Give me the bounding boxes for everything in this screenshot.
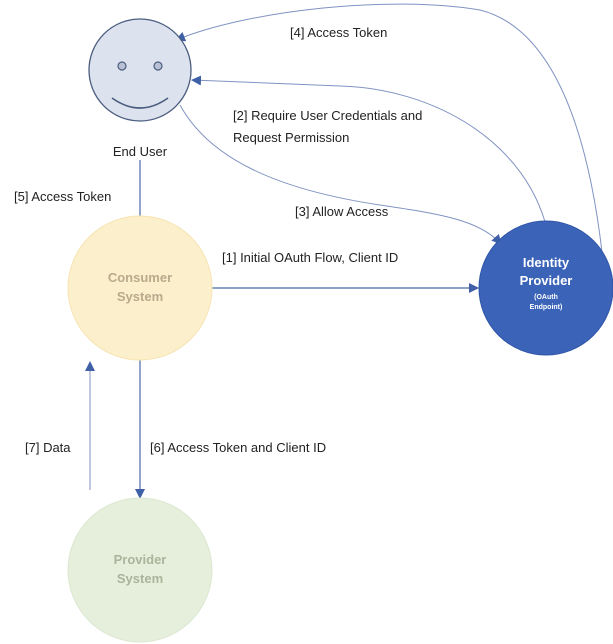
label-require-credentials-1: [2] Require User Credentials and (233, 108, 422, 123)
identity-label-line3: (OAuth (534, 294, 558, 301)
consumer-system-node: Consumer System (67, 215, 213, 361)
right-eye (153, 61, 163, 71)
identity-label-line4: Endpoint) (530, 304, 563, 311)
label-data: [7] Data (25, 440, 71, 455)
consumer-label-line1: Consumer (108, 270, 172, 285)
edge-allow-access (179, 104, 502, 245)
edge-access-token-to-user (175, 3, 603, 253)
smile (111, 97, 169, 109)
label-allow-access: [3] Allow Access (295, 204, 389, 219)
label-access-token-5: [5] Access Token (14, 189, 111, 204)
label-access-token-4: [4] Access Token (290, 25, 387, 40)
left-eye (117, 61, 127, 71)
edge-require-credentials (191, 75, 550, 239)
consumer-label-line2: System (117, 289, 163, 304)
provider-label-line2: System (117, 571, 163, 586)
end-user-node: End User (88, 18, 192, 159)
smiley-face-icon (88, 18, 192, 122)
provider-system-node: Provider System (67, 497, 213, 643)
identity-provider-node: Identity Provider (OAuth Endpoint) (478, 220, 613, 356)
label-token-and-client-id: [6] Access Token and Client ID (150, 440, 326, 455)
provider-label-line1: Provider (114, 552, 167, 567)
label-require-credentials-2: Request Permission (233, 130, 349, 145)
end-user-label: End User (113, 144, 168, 159)
identity-label-line1: Identity (523, 255, 570, 270)
identity-label-line2: Provider (520, 273, 573, 288)
label-initial-oauth-flow: [1] Initial OAuth Flow, Client ID (222, 250, 398, 265)
